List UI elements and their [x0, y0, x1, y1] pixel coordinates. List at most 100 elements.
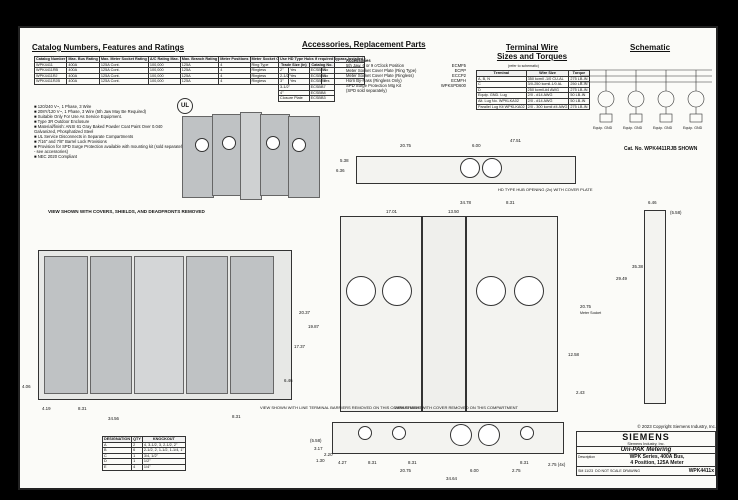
schematic-label-gnd-2: Equip. GND — [623, 126, 643, 130]
dim-bot-b: 3.17 — [314, 446, 323, 451]
catalog-header: Max. Bus Rating — [66, 56, 100, 63]
terminal-cell: 2/0 - 300 kcmil #4 AWG — [525, 103, 570, 111]
schematic-label-gnd-3: Equip. GND — [653, 126, 673, 130]
hub-cell: ECSBB3 — [308, 95, 336, 102]
hub-cell: ECSBB7 — [308, 84, 336, 91]
accessory-catalog: ECCP2 — [452, 73, 466, 78]
desc-line1: WPK Series, 400A Bus, — [629, 454, 685, 460]
terminal-cell: 50 LB-IN — [568, 92, 590, 99]
feature-text: 120/240 V~, 1 Phase, 3 Wire — [37, 104, 92, 109]
list-item: Meter Socket Cover Plate (Ringless)ECCP2 — [346, 73, 466, 78]
dim-top-e: 6.36 — [336, 168, 345, 173]
drawing-sheet: Catalog Numbers, Features and Ratings Ca… — [18, 26, 718, 490]
list-item: ■ NEC 2020 Compliant — [34, 154, 184, 159]
catalog-cell: WPK4411 — [33, 61, 68, 69]
dim-bot-g: 8.31 — [408, 460, 417, 465]
meter-socket-label: Meter Socket — [580, 311, 602, 315]
feature-text: Suitable Only For Use As Service Equipme… — [37, 114, 122, 119]
catalog-cell: 125A Cont. — [98, 78, 149, 85]
catalog-header: Max. Branch Rating — [179, 56, 220, 63]
dim-front-h3: 20.75 — [580, 304, 591, 309]
knockout-cell: 3/4, 1/2" — [141, 452, 186, 460]
catalog-cell: 125A — [179, 67, 220, 74]
front-meter-4 — [514, 276, 544, 306]
list-item: Meter Socket Cover Plate (Ring Type)ECPP — [346, 68, 466, 73]
knockout-header: DESIGNATION — [101, 436, 133, 443]
hub-cell: Closure Plate — [278, 95, 310, 102]
bullet-icon: ■ — [34, 109, 38, 114]
list-item: ■ Material/finish: ANSI 61 Gray Baked Po… — [34, 124, 184, 134]
feature-text: 208Y/120 V~, 1 Phase, 3 Wire (5th Jaw Ma… — [37, 109, 147, 114]
accessories-list-title: Accessories — [346, 58, 371, 63]
photo-meter-4 — [292, 138, 306, 152]
dim-top-b: 6.00 — [472, 143, 481, 148]
list-item: ■ 208Y/120 V~, 1 Phase, 3 Wire (5th Jaw … — [34, 109, 184, 114]
feature-text: NEC 2020 Compliant — [37, 154, 78, 159]
table-row: 2-1/2"ECSBB5 — [278, 72, 336, 80]
terminal-cell: 250 LB-IN — [568, 81, 590, 88]
bullet-icon: ■ — [34, 124, 38, 129]
knockout-header: KNOCKOUT — [141, 436, 186, 443]
feature-text: UL Service Disconnects in Separate Compa… — [37, 134, 134, 139]
accessory-name: Meter Socket Cover Plate (Ring Type) — [346, 68, 417, 73]
photo-meter-2 — [222, 136, 236, 150]
copyright: © 2023 Copyright Siemens Industry, Inc. — [637, 424, 716, 429]
accessory-name: (SPD sold separately) — [346, 88, 387, 93]
dim-bot-c: 2.20 — [324, 452, 333, 457]
bullet-icon: ■ — [34, 154, 38, 159]
front-meter-1 — [346, 276, 376, 306]
dim-bot-e: 4.27 — [338, 460, 347, 465]
catalog-cell: WPK4411RJ — [33, 72, 68, 80]
terminal-title-line2: Sizes and Torques — [496, 52, 568, 61]
dim-side-a: 6.46 — [648, 200, 657, 205]
catalog-cell: 125A Cont. — [98, 67, 149, 74]
bottom-knockout-3 — [450, 424, 472, 446]
dim-front-a: 17.01 — [386, 209, 397, 214]
covers-removed-note: VIEW SHOWN WITH COVERS, SHIELDS, AND DEA… — [48, 209, 205, 214]
knockout-cell: 4 — [131, 464, 143, 471]
knockout-cell: A — [101, 441, 133, 449]
knockout-cell: 1/2" — [141, 458, 186, 465]
catalog-cell: 125A — [179, 78, 220, 85]
brand-logo: SIEMENS — [622, 432, 670, 442]
terminal-header: Torque — [568, 70, 590, 77]
catalog-header: A/C Rating Max. — [147, 56, 181, 63]
knockout-cell: 4, 3-1/2, 3, 2-1/2, 2" — [141, 441, 186, 449]
list-item: ■ Type 3R Outdoor Enclosure — [34, 119, 184, 124]
schematic-title: Schematic — [630, 43, 671, 52]
accessory-catalog: WPKSPD600 — [440, 83, 466, 88]
schematic-diagram — [580, 69, 712, 123]
dim-bot-a: (5.58) — [310, 438, 322, 443]
part-number: WPK4411x — [688, 468, 714, 474]
desc-line2: 4 Position, 125A Meter — [630, 460, 684, 466]
dim-left-h4: 4.06 — [22, 384, 31, 389]
dim-top-a: 20.75 — [400, 143, 411, 148]
dim-front-h4: 12.58 — [568, 352, 579, 357]
list-item: ■ 7/16" and 7/8" Barrel Lock Provisions — [34, 139, 184, 144]
line-terminal-note: VIEW SHOWN WITH LINE TERMINAL BARRIERS R… — [260, 405, 422, 410]
side-view-outline — [644, 210, 666, 404]
product-photo-compartment-3 — [260, 114, 290, 196]
scale-note: DO NOT SCALE DRAWING — [595, 469, 641, 473]
bullet-icon: ■ — [34, 139, 38, 144]
catalog-cell: 4 — [218, 78, 251, 85]
dim-front-h1: 35.38 — [632, 264, 643, 269]
hub-table-title: Use HD Type Hubs if required — [277, 56, 336, 63]
list-item: ■ Provision for SPD Surge Protection ava… — [34, 144, 184, 154]
bullet-icon: ■ — [34, 104, 38, 109]
dim-bot-j: 2.75 — [512, 468, 521, 473]
dim-left-h5: 6.46 — [284, 378, 293, 383]
terminal-cell: 350 kcmil -1/0 CU-AL — [525, 75, 570, 83]
dim-left-h1: 20.37 — [299, 310, 310, 315]
cover-removed-note: VIEW SHOWN WITH COVER REMOVED ON THIS CO… — [394, 405, 519, 410]
bullet-icon: ■ — [34, 134, 38, 139]
